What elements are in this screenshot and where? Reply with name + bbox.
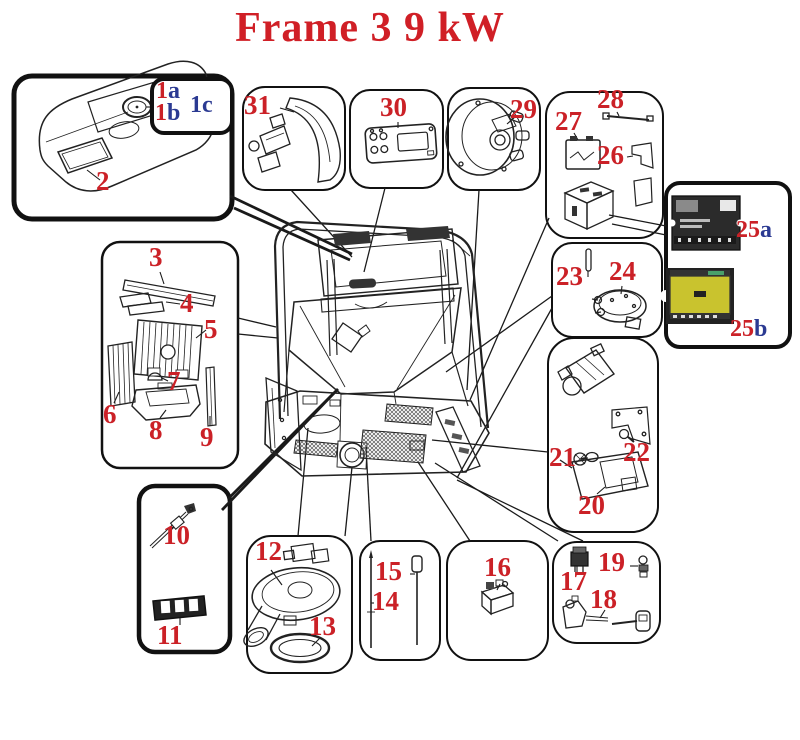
hopper-lid-assembly bbox=[317, 226, 471, 357]
part-22-bracket bbox=[611, 406, 651, 445]
part-label-18: 18 bbox=[590, 584, 617, 614]
part-label-15: 15 bbox=[375, 556, 402, 586]
part-10-igniter bbox=[149, 503, 196, 549]
auger-motor-drawing bbox=[557, 342, 616, 396]
callout-box-boards-25 bbox=[664, 181, 792, 349]
part-label-20: 20 bbox=[578, 490, 605, 520]
part-17-switch bbox=[570, 546, 589, 572]
parts-23-24-drawings bbox=[585, 248, 647, 330]
part-6-side-panel bbox=[107, 341, 136, 407]
parts-26-28-drawings bbox=[563, 112, 654, 231]
callout-box-part30 bbox=[349, 89, 444, 189]
part-11-bar bbox=[152, 595, 207, 621]
part-7-half-disc bbox=[147, 372, 163, 381]
callout-box-parts14-15 bbox=[359, 540, 441, 661]
callout-box-part29 bbox=[447, 87, 541, 191]
part-label-9: 9 bbox=[200, 422, 214, 452]
part-label-7: 7 bbox=[167, 366, 181, 396]
callout-box-parts26-28 bbox=[545, 91, 664, 239]
part-8-burn-pot bbox=[131, 382, 201, 421]
part-9-strip bbox=[205, 366, 217, 427]
callout-box-part31 bbox=[242, 86, 346, 191]
part-label-8: 8 bbox=[149, 415, 163, 445]
parts-3-9-drawings bbox=[107, 279, 217, 427]
part-label-19: 19 bbox=[598, 547, 625, 577]
part-drawings bbox=[38, 60, 744, 664]
part-18-probes bbox=[562, 595, 651, 632]
label-box-1abc bbox=[150, 77, 234, 135]
part-label-1c: 1c bbox=[190, 92, 213, 118]
part-23-pin bbox=[585, 248, 592, 272]
part-label-31: 31 bbox=[244, 90, 271, 120]
parts-12-13-drawings bbox=[243, 542, 341, 664]
junction-box-drawing bbox=[563, 181, 615, 231]
part-16-drawing bbox=[480, 579, 515, 616]
left-side-panel bbox=[265, 376, 302, 472]
part-label-25b: 25b bbox=[730, 316, 768, 342]
part-label-4: 4 bbox=[180, 288, 194, 318]
part-31-drawing bbox=[248, 97, 341, 183]
part-28-rod bbox=[606, 115, 650, 121]
part-label-26: 26 bbox=[597, 140, 624, 170]
part-label-23: 23 bbox=[556, 261, 583, 291]
part-27-thermostat bbox=[565, 136, 601, 170]
part-label-5: 5 bbox=[204, 314, 218, 344]
parts-20-22-drawings bbox=[557, 342, 651, 500]
part-25b-display-board-photo bbox=[660, 268, 740, 324]
part-label-1b: 1b bbox=[155, 100, 181, 126]
callout-box-parts12-13 bbox=[246, 535, 353, 674]
part-25a-control-board-photo bbox=[668, 195, 744, 251]
parts-14-15-drawings bbox=[367, 550, 423, 648]
part-label-16: 16 bbox=[484, 552, 511, 582]
part-label-10: 10 bbox=[163, 520, 190, 550]
part-label-2: 2 bbox=[96, 166, 110, 196]
parts-17-19-drawings bbox=[562, 546, 651, 632]
part-label-27: 27 bbox=[555, 106, 582, 136]
part-12-exhaust-fan bbox=[243, 542, 341, 648]
part-label-30: 30 bbox=[380, 92, 407, 122]
callout-box-firebox-panels bbox=[100, 240, 240, 470]
part-label-28: 28 bbox=[597, 84, 624, 114]
part-29-blower-drawing bbox=[445, 98, 530, 176]
part-30-control-panel-drawing bbox=[364, 123, 438, 164]
part-label-13: 13 bbox=[309, 611, 336, 641]
callout-box-parts17-19 bbox=[552, 541, 661, 644]
page-title: Frame 3 9 kW bbox=[235, 5, 505, 51]
callout-box-top-cover bbox=[11, 73, 235, 222]
part-label-1a: 1a bbox=[156, 78, 180, 104]
callout-box-part16 bbox=[446, 540, 549, 661]
pellet-hopper bbox=[283, 287, 469, 442]
part-label-14: 14 bbox=[372, 586, 399, 616]
part-label-22: 22 bbox=[623, 437, 650, 467]
callout-box-parts10-11 bbox=[136, 483, 233, 655]
part-label-3: 3 bbox=[149, 242, 163, 272]
part-label-21: 21 bbox=[549, 442, 576, 472]
label-stubs bbox=[86, 106, 638, 647]
frame-outer-tube bbox=[273, 220, 490, 429]
part-label-6: 6 bbox=[103, 399, 117, 429]
part-label-17: 17 bbox=[560, 566, 587, 596]
part-5-back-panel bbox=[133, 319, 203, 381]
part-20-gearmotor bbox=[559, 451, 649, 500]
part-label-25a: 25a bbox=[736, 217, 772, 243]
part-24-pressure-switch bbox=[591, 289, 647, 330]
part-label-24: 24 bbox=[609, 256, 636, 286]
part-2-glass-drawing bbox=[56, 137, 114, 174]
part-label-29: 29 bbox=[510, 94, 537, 124]
part-label-12: 12 bbox=[255, 536, 282, 566]
thick-leaders bbox=[220, 194, 353, 511]
part-26-bracket bbox=[631, 142, 654, 169]
callout-boxes bbox=[11, 73, 792, 674]
part-19-fitting bbox=[638, 555, 649, 578]
parts-10-11-drawings bbox=[149, 503, 207, 621]
main-unit-drawing bbox=[264, 220, 490, 477]
part-label-11: 11 bbox=[157, 620, 183, 650]
callout-box-parts20-22 bbox=[547, 337, 659, 533]
part-13-gasket bbox=[269, 632, 331, 664]
base-assembly bbox=[264, 376, 490, 477]
